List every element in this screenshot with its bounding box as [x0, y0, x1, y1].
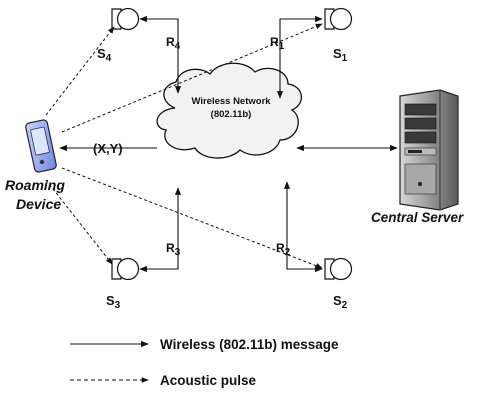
pulse-to-s4 — [45, 26, 115, 116]
sensor-index: 1 — [342, 53, 348, 64]
speaker-icon — [111, 7, 140, 31]
coordinate-message: (X,Y) — [59, 141, 157, 156]
receiver-r2-link: R2 — [276, 181, 323, 273]
roaming-device: Roaming Device — [5, 119, 65, 212]
receiver-label: R — [166, 241, 175, 255]
sensor-label: S — [333, 293, 342, 308]
svg-text:R1: R1 — [270, 35, 285, 52]
svg-text:S3: S3 — [106, 293, 121, 311]
cloud-title: Wireless Network — [191, 96, 271, 107]
central-server-label: Central Server — [371, 210, 464, 225]
receiver-label: R — [166, 35, 175, 49]
sensor-s3: S3 — [106, 257, 140, 311]
central-server: Central Server — [371, 89, 464, 225]
sensor-s4: S4 — [97, 7, 140, 64]
sensor-index: 3 — [115, 300, 121, 311]
roaming-device-label-line2: Device — [16, 196, 61, 212]
coordinate-label: (X,Y) — [93, 141, 123, 156]
receiver-r4-link: R4 — [139, 15, 182, 94]
receiver-label: R — [276, 241, 285, 255]
acoustic-pulses — [45, 23, 323, 269]
receiver-r3-link: R3 — [139, 187, 182, 273]
sensor-index: 4 — [106, 53, 112, 64]
legend-acoustic-label: Acoustic pulse — [160, 373, 257, 388]
legend-item-acoustic: Acoustic pulse — [70, 373, 257, 388]
sensor-index: 2 — [342, 300, 348, 311]
svg-text:S4: S4 — [97, 46, 112, 64]
svg-text:S2: S2 — [333, 293, 348, 311]
wireless-network-cloud: Wireless Network (802.11b) — [156, 62, 302, 159]
sensor-label: S — [106, 293, 115, 308]
receiver-label: R — [270, 35, 279, 49]
svg-text:R3: R3 — [166, 241, 181, 258]
roaming-device-label-line1: Roaming — [5, 177, 65, 193]
legend-item-wireless: Wireless (802.11b) message — [70, 337, 339, 352]
svg-text:S1: S1 — [333, 46, 348, 64]
sensor-label: S — [333, 46, 342, 61]
pulse-to-s2 — [61, 167, 323, 269]
speaker-icon — [324, 7, 353, 31]
receiver-index: 2 — [285, 247, 291, 258]
pulse-to-s1 — [61, 23, 323, 133]
cloud-subtitle: (802.11b) — [211, 109, 252, 120]
speaker-icon — [324, 257, 353, 281]
server-tower-icon — [399, 89, 459, 211]
receiver-r1-link: R1 — [270, 15, 323, 99]
svg-text:R2: R2 — [276, 241, 291, 258]
pulse-to-s3 — [45, 179, 113, 265]
receiver-index: 1 — [279, 41, 285, 52]
legend: Wireless (802.11b) message Acoustic puls… — [70, 337, 339, 388]
pda-icon — [25, 119, 57, 173]
svg-text:R4: R4 — [166, 35, 181, 52]
sensor-s2: S2 — [324, 257, 353, 311]
sensor-s1: S1 — [324, 7, 353, 64]
legend-wireless-label: Wireless (802.11b) message — [160, 337, 339, 352]
receiver-index: 3 — [175, 247, 181, 258]
speaker-icon — [111, 257, 140, 281]
receiver-index: 4 — [175, 41, 181, 52]
sensor-label: S — [97, 46, 106, 61]
